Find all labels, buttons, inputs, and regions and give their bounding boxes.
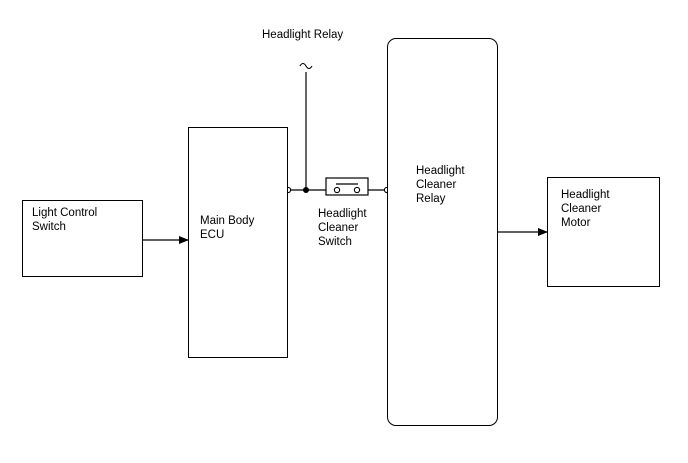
- main-body-ecu-block: [188, 127, 288, 358]
- light-control-switch-label: Light Control Switch: [32, 207, 98, 233]
- headlight-cleaner-motor-label: Headlight Cleaner Motor: [561, 189, 610, 229]
- junction-dot: [303, 187, 309, 193]
- headlight-relay-label: Headlight Relay: [262, 29, 344, 41]
- headlight-cleaner-motor-block: [547, 177, 660, 287]
- main-body-ecu-label: Main Body ECU: [200, 215, 255, 241]
- headlight-cleaner-switch-label: Headlight Cleaner Switch: [318, 208, 367, 248]
- headlight-cleaner-relay-label: Headlight Cleaner Relay: [416, 165, 465, 205]
- headlight-cleaner-switch-symbol: [325, 177, 369, 196]
- headlight-cleaner-relay-block: [387, 38, 498, 426]
- continuation-mark: [299, 62, 313, 70]
- light-control-switch-block: [22, 200, 143, 277]
